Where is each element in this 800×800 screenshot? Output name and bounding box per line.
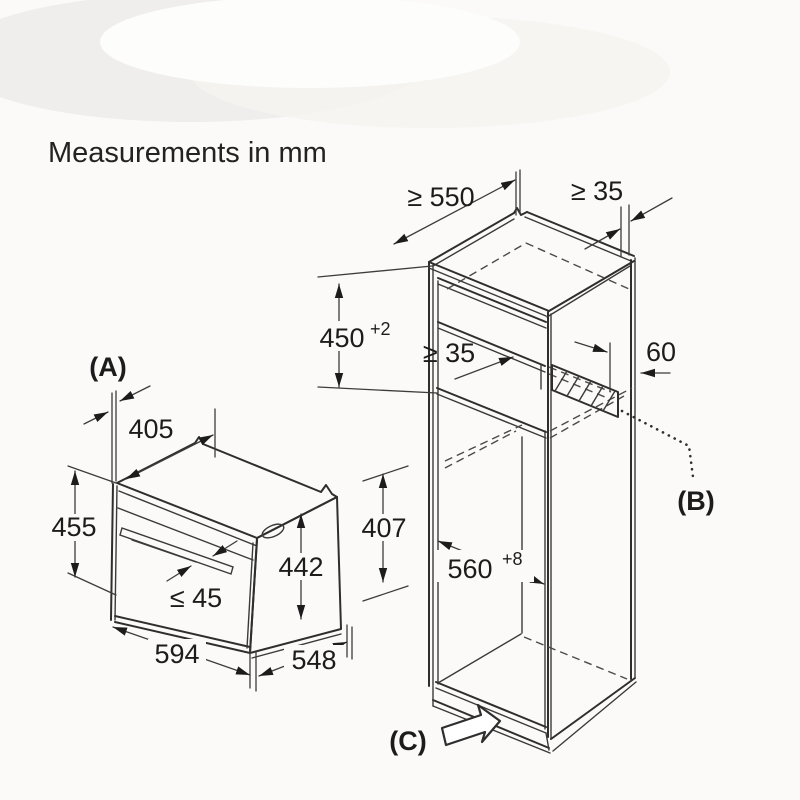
dim-450-sup: +2 (370, 319, 391, 339)
oven-side-face (249, 496, 342, 654)
dim-60-group: 60 (640, 337, 676, 378)
dim-548-group: 548 (258, 624, 353, 677)
oven-fascia-line (118, 490, 258, 547)
dim-594: 594 (154, 639, 199, 669)
dim-407-group: 407 (356, 465, 412, 602)
oven-handle (119, 527, 234, 575)
oven-side-grip (261, 523, 285, 539)
dim-455-group: 455 (48, 465, 117, 596)
label-b: (B) (677, 486, 714, 516)
floor-front-edge (435, 681, 547, 728)
hidden-edges (444, 242, 633, 680)
oven-drawing: (A) 405 455 ≤ 45 442 (48, 352, 412, 692)
shelf-front-edge (436, 387, 547, 433)
cabinet-top-front-edge2 (428, 267, 547, 317)
vent-cutout (551, 364, 619, 418)
dim-35-inner: ≥ 35 (423, 338, 475, 368)
dim-35-top: ≥ 35 (571, 176, 623, 206)
oven-front-left-edge-inner (114, 485, 118, 621)
shelf-front-edge2 (436, 393, 547, 439)
niche-ceiling-edge2 (437, 283, 547, 329)
side-bottom-edge2 (552, 681, 637, 752)
dim-35-inner-group: ≥ 35 (423, 338, 611, 392)
cabinet-top-front-edge (428, 261, 550, 312)
back-panel-top-edge (437, 321, 546, 367)
vent-hatch (554, 370, 616, 412)
dim-405-group: 405 (125, 408, 216, 480)
dim-60: 60 (646, 337, 676, 367)
dim-550-group: ≥ 550 (393, 169, 521, 245)
cabinet-top-right-edge2 (546, 265, 631, 318)
dim-442: 442 (278, 552, 323, 582)
dim-550: ≥ 550 (407, 182, 474, 212)
dim-45-group: ≤ 45 (166, 540, 238, 613)
plinth-callout-c: (C) (389, 703, 502, 756)
dim-560: 560 (447, 554, 492, 584)
dim-45: ≤ 45 (170, 583, 222, 613)
dim-560-group: 560 +8 (436, 540, 545, 585)
cabinet-top-right-edge (548, 260, 635, 312)
oven-handle-detail (131, 539, 197, 563)
oven-door-top-line (117, 507, 254, 561)
cabinet-top-back-edge (526, 211, 635, 257)
dim-a-group: (A) (83, 352, 151, 484)
niche-ceiling-edge (437, 277, 547, 323)
oven-front-left-edge (110, 483, 114, 621)
plinth-arrow (440, 703, 502, 747)
cabinet-top-back-edge2 (524, 216, 632, 262)
dim-560-sup: +8 (502, 549, 523, 569)
page-title: Measurements in mm (48, 137, 327, 169)
dim-405: 405 (128, 414, 173, 444)
floor-left-depth-edge (437, 633, 522, 684)
dim-442-group: 442 (273, 513, 329, 620)
dim-548: 548 (291, 645, 336, 675)
dim-450-group: 450 +2 (314, 265, 438, 394)
vent-callout-b: (B) (620, 409, 715, 516)
dim-450: 450 (319, 323, 364, 353)
label-c: (C) (389, 726, 426, 756)
dim-455: 455 (51, 512, 96, 542)
dim-594-group: 594 (112, 626, 257, 692)
plinth-right-edge (545, 732, 550, 751)
label-a: (A) (89, 352, 126, 382)
dim-35-top-group: ≥ 35 (571, 176, 673, 258)
cabinet-drawing: ≥ 550 ≥ 35 450 +2 ≥ 35 (314, 169, 715, 756)
side-bottom-edge (550, 677, 636, 740)
floor-front-edge2 (435, 687, 547, 734)
dim-407: 407 (361, 513, 406, 543)
back-panel-top-edge2 (437, 327, 546, 373)
